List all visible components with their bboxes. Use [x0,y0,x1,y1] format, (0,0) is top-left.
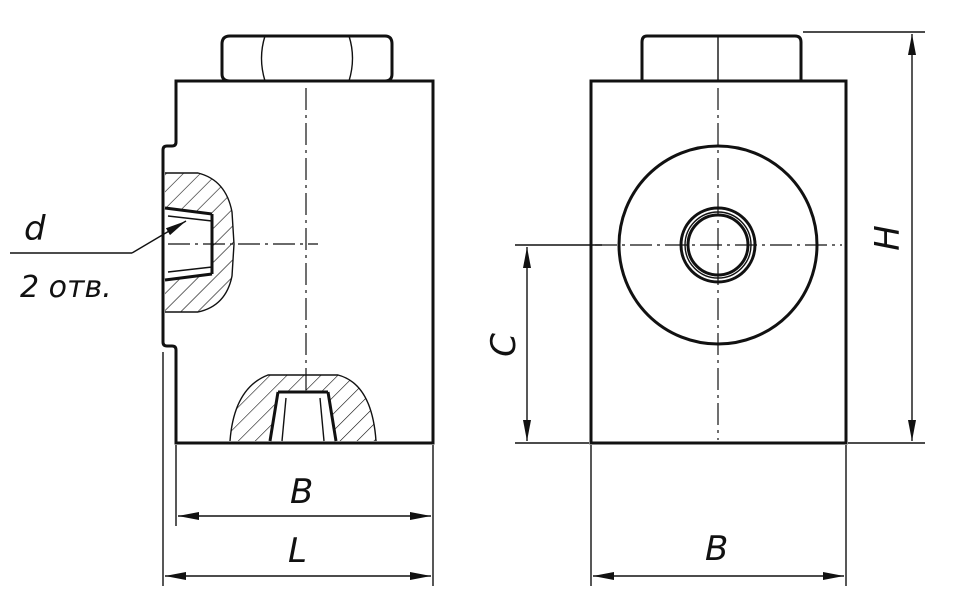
side-view: d 2 отв. B L [10,34,435,586]
width-b-left-label: B [290,472,313,512]
width-b-right-label: B [705,529,728,569]
dimension-h [803,31,925,444]
side-port-section [164,172,235,313]
hole-count-label: 2 отв. [20,270,112,305]
bottom-port-section [229,374,377,442]
dimension-c [515,244,602,444]
length-l-label: L [288,531,307,571]
dimension-b-right [590,445,847,586]
front-view-body [589,79,848,445]
front-view-hex-nut [640,34,803,83]
dimension-l [162,352,434,586]
thread-diameter-label: d [24,209,46,249]
front-view: C H B [484,31,925,586]
height-h-label: H [868,225,908,251]
thread-leader [10,220,187,254]
side-view-body [161,79,435,445]
dimension-b-left [175,445,434,526]
port-offset-c-label: C [484,333,524,357]
side-view-hex-nut [220,34,394,83]
